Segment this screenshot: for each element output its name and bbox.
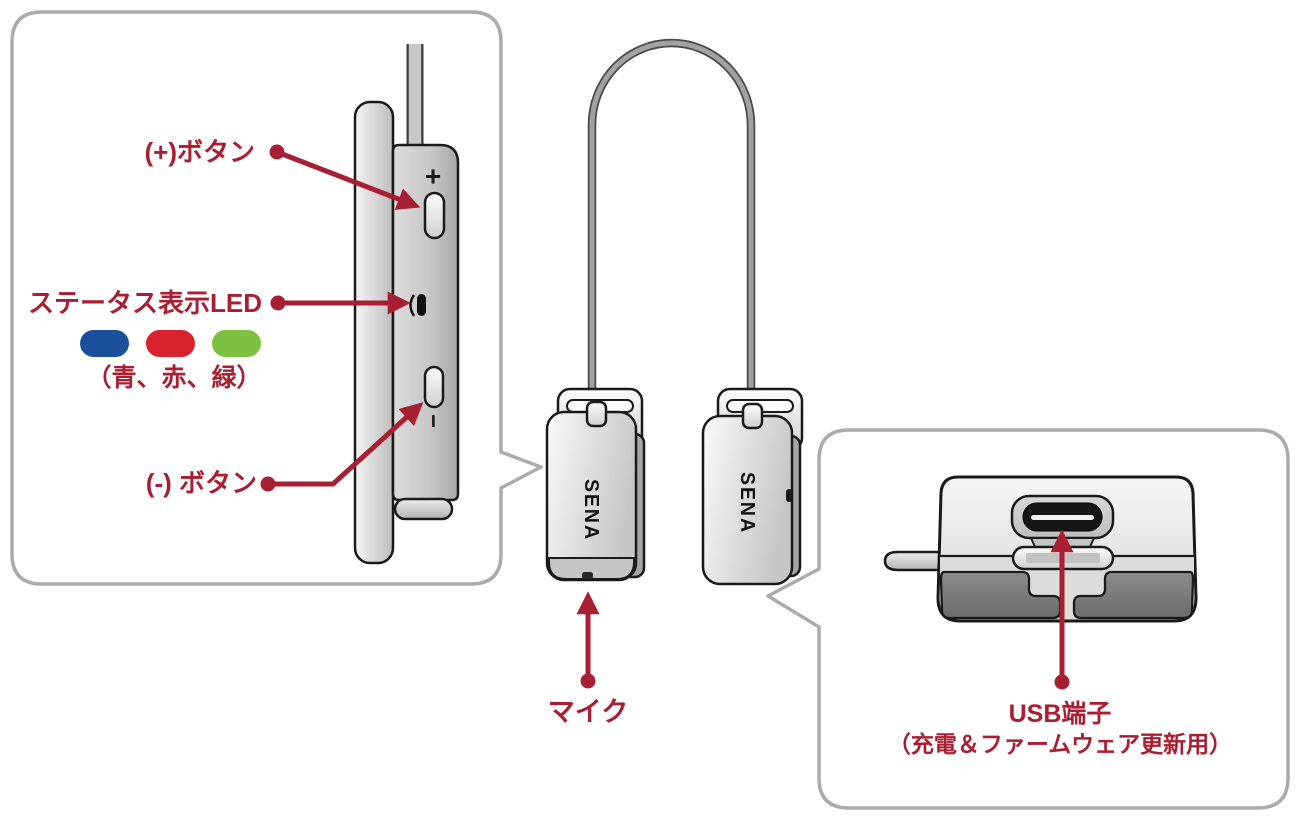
side-tab — [883, 550, 943, 572]
volume-down-button — [423, 365, 445, 409]
plus-button-label: (+)ボタン — [144, 137, 255, 167]
side-bottom-foot — [393, 497, 454, 521]
status-led — [417, 294, 426, 316]
mic-hole — [582, 572, 593, 579]
neckband-headset: SENA SENA — [545, 38, 804, 586]
side-back-bar — [353, 100, 395, 565]
led-swatch-blue — [80, 330, 129, 357]
cable-grommet — [585, 400, 608, 428]
mic-label: マイク — [547, 697, 629, 727]
right-foot — [1072, 570, 1195, 620]
volume-up-button — [423, 191, 446, 240]
left-earbud-unit: SENA — [545, 387, 646, 582]
usb-c-tongue — [1031, 515, 1094, 520]
neckband-cable — [587, 38, 756, 412]
status-led-swatches — [80, 330, 261, 357]
status-led-label: ステータス表示LED — [28, 288, 263, 318]
usb-port-note: （充電＆ファームウェア更新用） — [887, 731, 1233, 757]
right-earbud-unit: SENA — [701, 387, 804, 586]
cable-grommet — [741, 402, 764, 430]
mic-band — [548, 557, 635, 580]
led-swatch-green — [212, 330, 261, 357]
volume-down-symbol: − — [420, 414, 447, 428]
led-swatch-red — [146, 330, 195, 357]
minus-button-label: (-) ボタン — [145, 468, 257, 498]
led-colors-label: （青、赤、緑） — [86, 364, 262, 392]
annotation-arrows — [260, 144, 1074, 690]
brand-logo: SENA — [580, 479, 602, 541]
volume-up-symbol: + — [425, 161, 441, 192]
minus-callout-arrow — [265, 402, 424, 487]
side-slot — [786, 489, 792, 502]
brand-logo: SENA — [736, 472, 758, 534]
plus-callout-arrow — [274, 149, 421, 210]
usb-port-label: USB端子 — [1008, 700, 1112, 728]
